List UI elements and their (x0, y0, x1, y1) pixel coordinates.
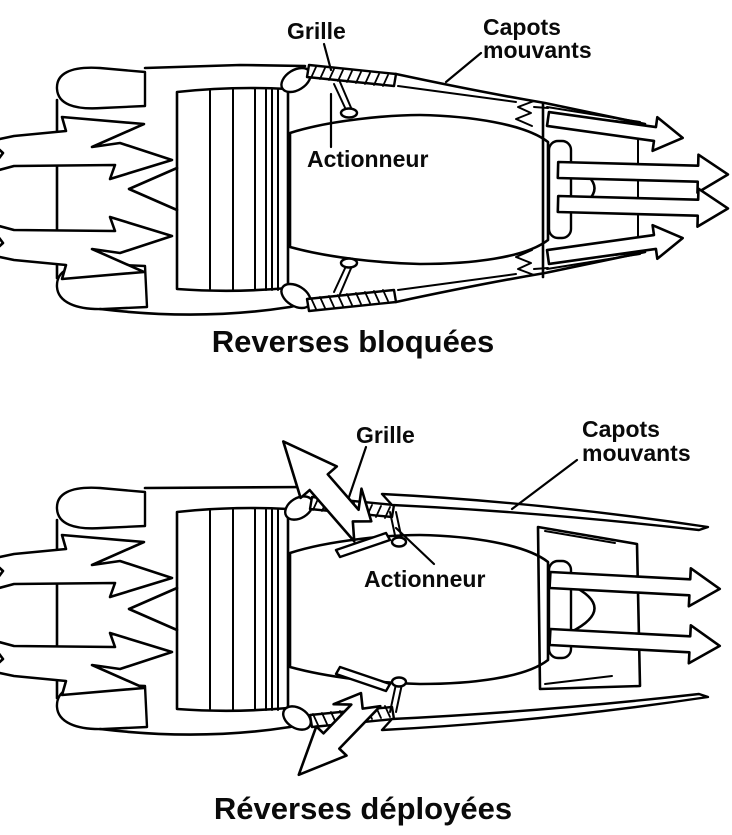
label-actionneur-deployed: Actionneur (364, 566, 485, 592)
fan-stage-lines (209, 508, 279, 711)
panel-stowed: Grille Capots mouvants Actionneur Revers… (0, 14, 730, 359)
cascade-grille-top (305, 63, 398, 88)
label-capots-line2-deployed: mouvants (582, 440, 691, 466)
cowl-inner-bottom (397, 267, 549, 291)
core-body (288, 533, 550, 686)
spinner-cone (127, 166, 179, 212)
cascade-grille-bottom (305, 288, 398, 313)
moving-cowl-bottom-deployed (380, 692, 710, 732)
leader-capots-deployed (510, 458, 579, 511)
inlet-lip-top (55, 486, 147, 530)
label-capots-line2-stowed: mouvants (483, 37, 592, 63)
break-mark-bottom (515, 249, 535, 276)
exhaust-arrow-core-top (547, 559, 723, 610)
exhaust-arrow-core-bottom (547, 616, 723, 667)
leader-actionneur-deployed (394, 526, 436, 566)
exhaust-arrow-core-bottom (556, 183, 730, 229)
cowl-top-line (143, 63, 307, 70)
break-mark-top (515, 100, 535, 127)
blocker-door-top (334, 531, 392, 559)
translated-sleeve (536, 525, 642, 691)
label-actionneur-stowed: Actionneur (307, 146, 428, 172)
label-grille-stowed: Grille (287, 18, 346, 44)
inlet-flow-arrow-bottom (0, 631, 174, 697)
fan-stage-lines (209, 88, 279, 291)
label-capots-line1-deployed: Capots (582, 416, 660, 442)
reverse-flow-arrow-bottom (280, 680, 389, 791)
cowl-bottom-line (98, 301, 309, 316)
leader-grille-deployed (347, 445, 368, 499)
turbine-frame (547, 139, 573, 240)
moving-cowl-top-deployed (380, 492, 710, 532)
label-grille-deployed: Grille (356, 422, 415, 448)
inlet-flow-arrow-top (0, 533, 174, 599)
cowl-top-line (143, 485, 312, 490)
label-capots-line1-stowed: Capots (483, 14, 561, 40)
engine-outline-deployed (55, 485, 710, 736)
actuator-bottom (333, 257, 359, 295)
tail-cone (569, 583, 596, 634)
inlet-lip-top (55, 66, 147, 110)
exhaust-arrow-core-top (556, 149, 730, 195)
core-body (288, 113, 550, 266)
actuator-top (333, 81, 359, 119)
actuator-bottom (389, 676, 408, 713)
sleeve-sliver-bottom (544, 675, 613, 685)
moving-cowl-top-stowed (394, 72, 647, 126)
engine-outline-stowed (55, 63, 647, 316)
leader-capots-stowed (444, 51, 483, 84)
cowl-bottom-line (98, 721, 309, 736)
blocker-door-bottom (334, 665, 392, 693)
caption-stowed: Reverses bloquées (212, 324, 495, 359)
cascade-hatch-bottom (310, 289, 389, 310)
sleeve-sliver-top (544, 530, 616, 544)
moving-cowl-bottom-stowed (394, 250, 647, 304)
cowl-inner-top (397, 85, 549, 109)
door-fairing-bottom (282, 705, 312, 731)
caption-deployed: Réverses déployées (214, 791, 512, 826)
panel-deployed: Grille Capots mouvants Actionneur Révers… (0, 416, 723, 826)
leader-grille-stowed (322, 42, 333, 72)
cascade-hatch-top (310, 66, 389, 87)
spinner-cone (127, 586, 179, 632)
inlet-flow-arrow-top (0, 115, 174, 181)
actuator-top (389, 511, 408, 548)
